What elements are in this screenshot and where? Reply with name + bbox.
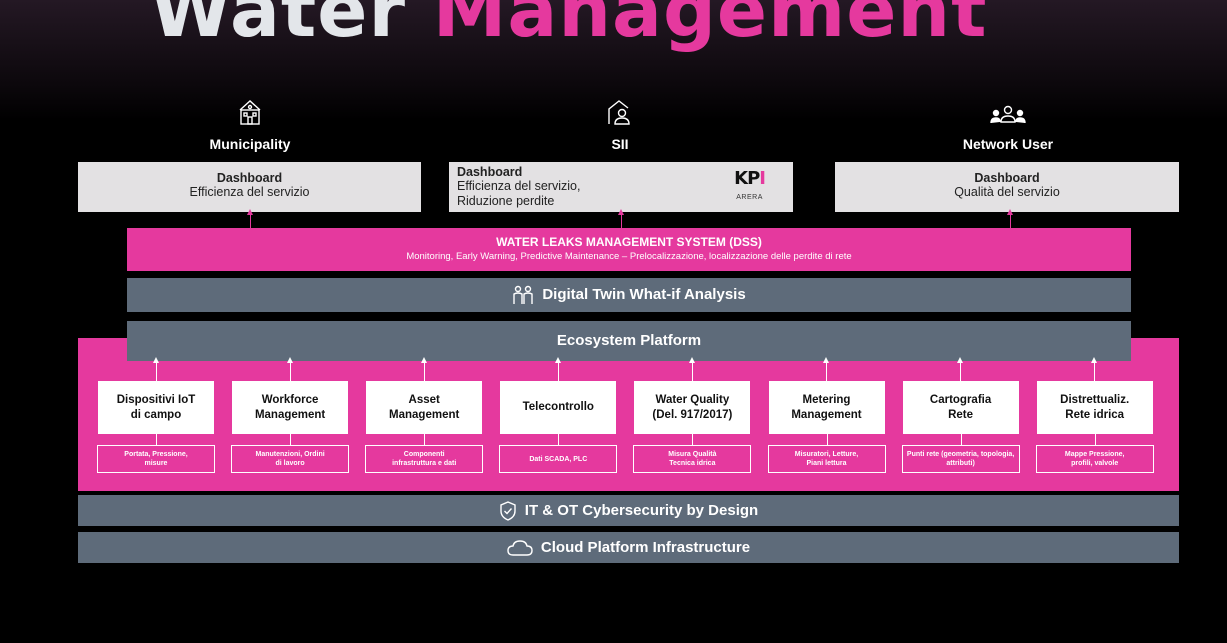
- dss-title: WATER LEAKS MANAGEMENT SYSTEM (DSS): [496, 235, 762, 249]
- dashboard-network-user[interactable]: Dashboard Qualità del servizio: [835, 162, 1179, 212]
- users-group-icon: [878, 96, 1138, 126]
- module-detail-box: Dati SCADA, PLC: [499, 445, 618, 473]
- module-name: Dispositivi IoT di campo: [116, 393, 196, 421]
- module-detail: Misura Qualità Tecnica idrica: [668, 451, 717, 467]
- module-detail-box: Misura Qualità Tecnica idrica: [633, 445, 752, 473]
- module-box[interactable]: Cartografia Rete: [902, 381, 1019, 434]
- dashboard-municipality[interactable]: Dashboard Efficienza del servizio: [78, 162, 421, 212]
- module-detail: Manutenzioni, Ordini di lavoro: [255, 451, 325, 467]
- cloud-label: Cloud Platform Infrastructure: [540, 539, 751, 556]
- dss-subtitle: Monitoring, Early Warning, Predictive Ma…: [406, 251, 852, 262]
- connector-line: [290, 434, 292, 445]
- module-box[interactable]: Metering Management: [768, 381, 885, 434]
- module-box[interactable]: Water Quality (Del. 917/2017): [634, 381, 751, 434]
- module-detail: Portata, Pressione, misure: [124, 451, 188, 467]
- module-detail: Componenti infrastruttura e dati: [392, 451, 457, 467]
- persona-label: SII: [611, 136, 629, 152]
- cybersecurity-band: IT & OT Cybersecurity by Design: [78, 495, 1179, 526]
- digital-twin-label: Digital Twin What-if Analysis: [542, 286, 746, 303]
- twins-icon: [513, 285, 534, 305]
- dashboard-line-1: Efficienza del servizio,: [457, 179, 581, 193]
- dss-band: WATER LEAKS MANAGEMENT SYSTEM (DSS) Moni…: [127, 228, 1131, 271]
- module-box[interactable]: Asset Management: [366, 381, 483, 434]
- module-name: Telecontrollo: [522, 401, 594, 413]
- module-box[interactable]: Workforce Management: [232, 381, 349, 434]
- persona-municipality: Municipality: [120, 96, 380, 152]
- module-name: Distrettualiz. Rete idrica: [1060, 393, 1130, 421]
- module-box[interactable]: Distrettualiz. Rete idrica: [1036, 381, 1153, 434]
- connector-line: [424, 434, 426, 445]
- connector-line: [1094, 434, 1096, 445]
- connector-line: [558, 434, 560, 445]
- module-detail-box: Mappe Pressione, profili, valvole: [1035, 445, 1154, 473]
- connector-line: [692, 434, 694, 445]
- title-word-water: Water: [150, 0, 406, 54]
- dashboard-line-2: Riduzione perdite: [457, 194, 555, 208]
- module-name: Cartografia Rete: [929, 393, 992, 421]
- connector-line: [960, 434, 962, 445]
- dashboard-title: Dashboard: [216, 171, 283, 185]
- home-user-icon: [490, 96, 750, 126]
- dashboard-subtitle: Qualità del servizio: [954, 185, 1060, 199]
- dashboard-title: Dashboard: [457, 165, 523, 179]
- module-name: Workforce Management: [254, 393, 326, 421]
- ecosystem-label: Ecosystem Platform: [556, 332, 702, 349]
- page-title: Water Management: [150, 0, 1150, 56]
- persona-network-user: Network User: [878, 96, 1138, 152]
- module-detail-box: Punti rete (geometria, topologia, attrib…: [901, 445, 1020, 473]
- dashboard-title: Dashboard: [974, 171, 1040, 185]
- module-detail: Mappe Pressione, profili, valvole: [1064, 451, 1125, 467]
- module-name: Metering Management: [791, 393, 862, 421]
- module-detail-box: Manutenzioni, Ordini di lavoro: [231, 445, 350, 473]
- module-detail: Punti rete (geometria, topologia, attrib…: [906, 451, 1015, 467]
- ecosystem-band: Ecosystem Platform: [127, 321, 1131, 361]
- cloud-band: Cloud Platform Infrastructure: [78, 532, 1179, 563]
- connector-line: [156, 434, 157, 445]
- municipality-icon: [120, 96, 380, 126]
- shield-check-icon: [500, 501, 516, 521]
- module-name: Water Quality (Del. 917/2017): [652, 393, 733, 421]
- persona-label: Network User: [962, 136, 1054, 152]
- connector-line: [826, 434, 828, 445]
- kpi-logo: KPI ARERA: [734, 168, 766, 201]
- module-detail-box: Misuratori, Letture, Piani lettura: [767, 445, 886, 473]
- module-detail: Dati SCADA, PLC: [529, 455, 588, 463]
- kpi-logo-word: KPI: [734, 168, 766, 189]
- persona-label: Municipality: [209, 136, 291, 152]
- dashboard-subtitle: Efficienza del servizio: [189, 185, 310, 199]
- module-name: Asset Management: [389, 393, 460, 421]
- cloud-icon: [507, 540, 533, 556]
- module-detail-box: Portata, Pressione, misure: [97, 445, 215, 473]
- header-backdrop: [0, 0, 1227, 120]
- cybersecurity-label: IT & OT Cybersecurity by Design: [524, 502, 759, 519]
- kpi-caption: ARERA: [736, 194, 763, 201]
- module-detail: Misuratori, Letture, Piani lettura: [794, 451, 859, 467]
- module-box[interactable]: Dispositivi IoT di campo: [98, 381, 214, 434]
- digital-twin-band: Digital Twin What-if Analysis: [127, 278, 1131, 312]
- persona-sii: SII: [490, 96, 750, 152]
- kpi-logo-text: KPI: [734, 168, 766, 189]
- dashboard-sii[interactable]: Dashboard Efficienza del servizio, Riduz…: [449, 162, 793, 212]
- title-word-management: Management: [432, 0, 988, 54]
- module-box[interactable]: Telecontrollo: [500, 381, 617, 434]
- module-detail-box: Componenti infrastruttura e dati: [365, 445, 484, 473]
